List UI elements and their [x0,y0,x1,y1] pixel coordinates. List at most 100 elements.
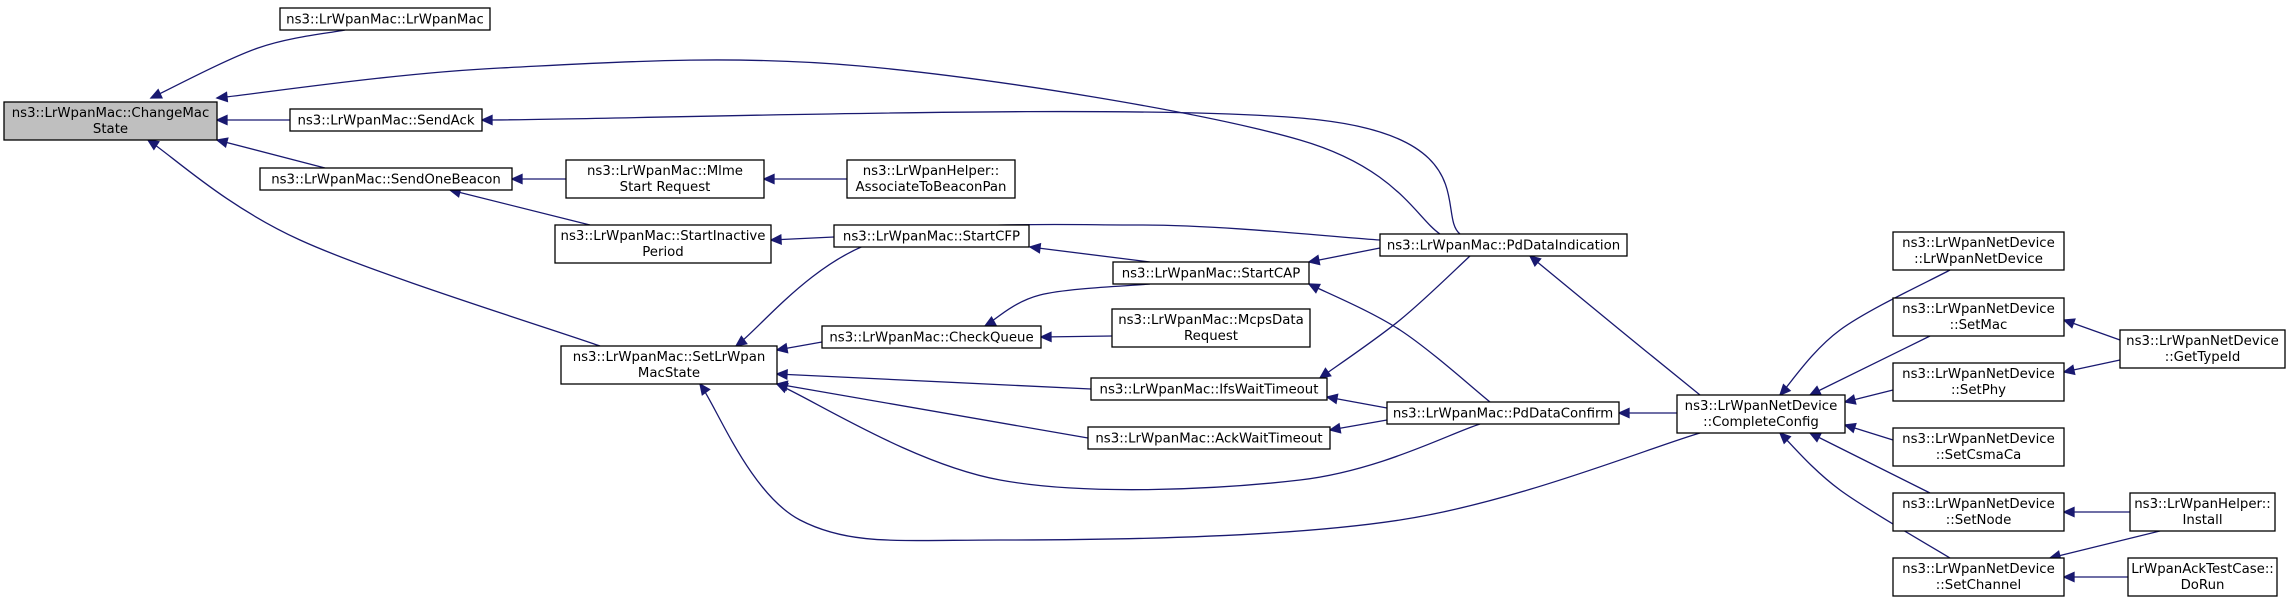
node-label-line: ::SetCsmaCa [1936,448,2022,463]
edge-setCsmaCa-to-completeConfig [1843,422,1894,441]
edge-sendAck-to-changeMacState [215,114,290,126]
node-associateToBeacon[interactable]: ns3::LrWpanHelper::AssociateToBeaconPan [846,159,1016,199]
node-ackWait[interactable]: ns3::LrWpanMac::AckWaitTimeout [1087,426,1331,450]
node-box [1892,231,2065,271]
arrowhead-icon [1778,431,1792,445]
edge-line [150,29,346,99]
node-label-line: DoRun [2181,578,2225,593]
edge-pdDataConfirm-to-ackWait [1328,419,1388,434]
graph-edges [146,29,2161,583]
edge-line [216,59,1441,235]
edge-line [1308,283,1491,403]
edge-ctor-to-changeMacState [149,29,346,99]
edge-line [984,283,1151,327]
node-label-line: ns3::LrWpanMac::SetLrWpan [573,350,766,365]
node-box [1892,492,2065,532]
edge-associateToBeacon-to-mlmeStart [762,173,847,185]
node-label-line: ns3::LrWpanNetDevice [1902,302,2055,317]
edge-line [776,373,1092,390]
arrowhead-icon [2062,318,2076,329]
node-ifsWait[interactable]: ns3::LrWpanMac::IfsWaitTimeout [1090,377,1328,401]
edge-getTypeId-to-setPhy [2062,359,2121,376]
node-pdDataIndication[interactable]: ns3::LrWpanMac::PdDataIndication [1379,233,1628,257]
node-box [289,108,483,132]
node-label-line: ::CompleteConfig [1703,415,1819,430]
node-box [1090,377,1328,401]
node-box [279,7,491,31]
arrowhead-icon [1528,254,1542,268]
node-label-line: ns3::LrWpanMac::PdDataConfirm [1393,407,1613,422]
node-label-line: ns3::LrWpanMac::StartCFP [843,230,1020,245]
arrowhead-icon [1325,393,1339,405]
node-label-line: ns3::LrWpanHelper:: [863,164,1000,179]
node-box [1087,426,1331,450]
node-checkQueue[interactable]: ns3::LrWpanMac::CheckQueue [821,325,1042,349]
node-doRun[interactable]: LrWpanAckTestCase::DoRun [2127,557,2278,597]
edge-startCFP-to-startInactive [769,233,835,245]
edge-line [1779,269,1951,396]
node-label-line: ns3::LrWpanNetDevice [1902,497,2055,512]
node-label-line: ns3::LrWpanMac::Mlme [587,164,743,179]
node-box [560,345,778,385]
arrowhead-icon [510,173,523,185]
edge-line [1809,432,1931,494]
node-startCFP[interactable]: ns3::LrWpanMac::StartCFP [833,224,1030,248]
node-setNode[interactable]: ns3::LrWpanNetDevice::SetNode [1892,492,2065,532]
node-box [2127,557,2278,597]
arrowhead-icon [215,91,229,103]
edge-pdDataConfirm-to-setLrWpanMacState [775,383,1481,491]
node-label-line: Start Request [620,180,711,195]
node-setCsmaCa[interactable]: ns3::LrWpanNetDevice::SetCsmaCa [1892,427,2065,467]
node-label-line: ns3::LrWpanHelper:: [2134,497,2271,512]
edge-install-to-setNode [2062,506,2130,518]
node-label-line: LrWpanAckTestCase:: [2131,562,2274,577]
node-label-line: ns3::LrWpanMac::LrWpanMac [286,13,484,28]
node-label-line: Request [1184,329,1238,344]
node-label-line: ::LrWpanNetDevice [1914,252,2043,267]
edge-startCAP-to-startCFP [1028,242,1151,263]
node-label-line: ns3::LrWpanMac::AckWaitTimeout [1095,432,1322,447]
node-label-line: ::SetPhy [1951,383,2006,398]
edge-line [1029,246,1151,263]
node-ctor[interactable]: ns3::LrWpanMac::LrWpanMac [279,7,491,31]
arrowhead-icon [1843,394,1857,405]
edge-line [776,383,1481,491]
node-sendOneBeacon[interactable]: ns3::LrWpanMac::SendOneBeacon [259,167,513,191]
edge-ndCtor-to-completeConfig [1778,269,1951,397]
node-ndCtor[interactable]: ns3::LrWpanNetDevice::LrWpanNetDevice [1892,231,2065,271]
node-install[interactable]: ns3::LrWpanHelper::Install [2129,492,2276,532]
arrowhead-icon [215,137,229,149]
arrowhead-icon [1318,367,1332,379]
node-completeConfig[interactable]: ns3::LrWpanNetDevice::CompleteConfig [1676,394,1846,434]
edge-completeConfig-to-pdDataConfirm [1617,407,1677,419]
node-setMac[interactable]: ns3::LrWpanNetDevice::SetMac [1892,297,2065,337]
node-startCAP[interactable]: ns3::LrWpanMac::StartCAP [1112,261,1310,285]
edge-ackWait-to-setLrWpanMacState [775,380,1089,439]
arrowhead-icon [734,335,748,347]
node-setPhy[interactable]: ns3::LrWpanNetDevice::SetPhy [1892,362,2065,402]
node-box [1892,557,2065,597]
edge-pdDataIndication-to-changeMacState [215,59,1441,235]
node-box [565,159,765,199]
arrowhead-icon [1808,385,1822,396]
node-setChannel[interactable]: ns3::LrWpanNetDevice::SetChannel [1892,557,2065,597]
edge-completeConfig-to-pdDataIndication [1528,254,1701,396]
edge-checkQueue-to-setLrWpanMacState [775,341,823,354]
arrowhead-icon [2062,506,2075,518]
node-box [1892,427,2065,467]
arrowhead-icon [1617,407,1630,419]
node-label-line: ::SetMac [1950,318,2008,333]
node-box [1892,297,2065,337]
node-sendAck[interactable]: ns3::LrWpanMac::SendAck [289,108,483,132]
edge-mlmeStart-to-sendOneBeacon [510,173,566,185]
edge-pdDataConfirm-to-startCAP [1307,283,1491,403]
node-label-line: ns3::LrWpanMac::ChangeMac [12,106,210,121]
node-getTypeId[interactable]: ns3::LrWpanNetDevice::GetTypeId [2119,329,2286,369]
node-pdDataConfirm[interactable]: ns3::LrWpanMac::PdDataConfirm [1386,401,1620,425]
